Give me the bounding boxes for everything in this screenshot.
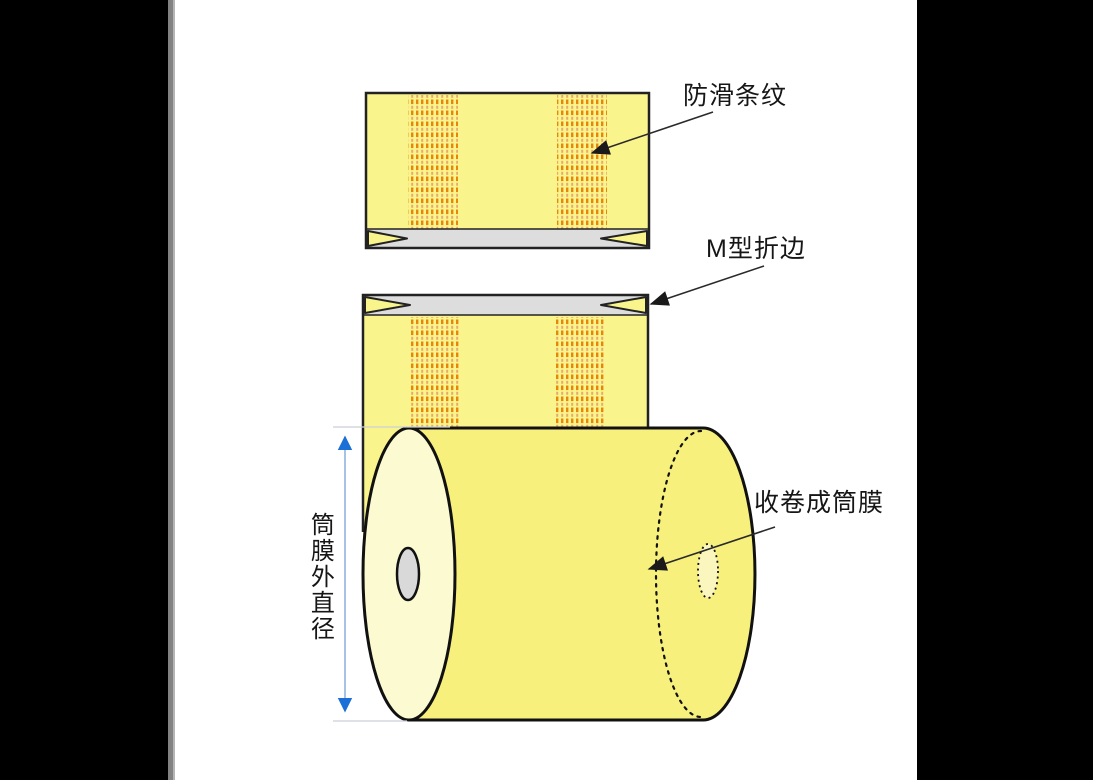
middle-film-sheet [361, 293, 650, 540]
letterbox-left-highlight [173, 0, 175, 780]
roll-body [407, 426, 757, 722]
m-fold-notch-left [364, 296, 411, 314]
top-film-sheet [364, 91, 651, 250]
m-fold-leader-arrow [649, 265, 765, 306]
anti-slip-leader-arrow [590, 111, 714, 155]
label-rolled-into-tube-film: 收卷成筒膜 [754, 489, 885, 517]
anti-slip-stripes-right [555, 317, 605, 439]
anti-slip-stripes-left [408, 95, 458, 229]
m-fold-notch-left [367, 230, 408, 247]
roll-hidden-end-dashed [654, 429, 703, 719]
m-fold-notch-right [600, 230, 648, 247]
letterbox-right [917, 0, 1093, 780]
letterbox-left-edge [168, 0, 173, 780]
rolled-film-leader-arrow [647, 526, 776, 571]
m-fold-notch-right [600, 296, 647, 314]
label-anti-slip-stripes: 防滑条纹 [683, 82, 788, 110]
top-sheet-outline [364, 91, 651, 250]
film-roll [361, 426, 757, 722]
label-m-type-fold: M型折边 [706, 235, 806, 263]
anti-slip-stripes-left [410, 317, 460, 439]
roll-hidden-core-dotted [697, 543, 719, 599]
roll-core-hole [395, 546, 421, 602]
letterbox-left [0, 0, 168, 780]
middle-sheet-outline [361, 293, 650, 532]
label-tube-film-outer-diameter: 筒膜外直径 [306, 512, 334, 642]
anti-slip-stripes-right [557, 95, 607, 229]
